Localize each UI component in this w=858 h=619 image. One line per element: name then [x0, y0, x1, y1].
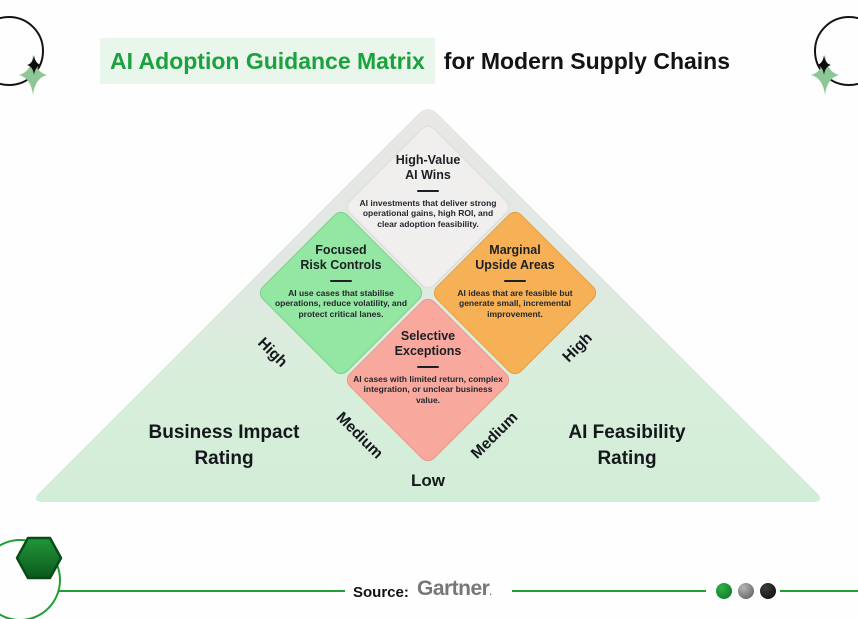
axis-title-line2: Rating	[194, 447, 254, 469]
source-label: Source:	[353, 584, 409, 601]
page-title: AI Adoption Guidance Matrix for Modern S…	[100, 38, 730, 84]
quadrant-description: AI use cases that stabilise operations, …	[274, 287, 408, 319]
quadrant-title-line2: AI Wins	[405, 168, 451, 183]
page-title-highlight: AI Adoption Guidance Matrix	[100, 38, 435, 84]
page-title-rest: for Modern Supply Chains	[443, 47, 731, 74]
black-sparkle-icon	[27, 55, 41, 75]
quadrant-title-line1: Selective	[400, 329, 456, 343]
source-logo-gartner: Gartner.	[417, 577, 492, 601]
quadrant-description: AI investments that deliver strong opera…	[359, 197, 497, 229]
quadrant-title: Focused Risk Controls	[256, 243, 426, 274]
axis-title-line1: Business Impact	[148, 422, 300, 443]
footer-line-right	[780, 590, 858, 592]
footer-line-middle	[512, 590, 706, 592]
quadrant-title: Selective Exceptions	[343, 329, 513, 360]
quadrant-text-top: High-Value AI Wins AI investments that d…	[343, 153, 513, 230]
quadrant-title-line2: Risk Controls	[300, 258, 382, 273]
quadrant-title-line1: Focused	[315, 243, 367, 257]
green-sparkle-icon	[19, 55, 47, 95]
circle-outline-icon	[0, 16, 44, 86]
axis-label-low: Low	[411, 471, 445, 490]
circle-outline-icon	[814, 16, 858, 86]
axis-title-ai-feasibility: AI Feasibility Rating	[507, 420, 747, 471]
quadrant-text-bottom: Selective Exceptions AI cases with limit…	[343, 329, 513, 406]
axis-title-business-impact: Business Impact Rating	[104, 420, 344, 471]
quadrant-description: AI ideas that are feasible but generate …	[457, 287, 573, 319]
footer-line-left	[58, 590, 345, 592]
sparkle-decoration-right	[811, 16, 858, 95]
quadrant-title: Marginal Upside Areas	[430, 243, 600, 274]
title-divider	[417, 365, 439, 368]
quadrant-description: AI cases with limited return, complex in…	[353, 373, 503, 405]
axis-title-line1: AI Feasibility	[568, 422, 686, 443]
title-divider	[417, 189, 439, 192]
footer-dot-gray	[738, 583, 754, 599]
green-sparkle-icon	[811, 55, 839, 95]
circle-arc-icon	[0, 539, 61, 619]
footer-dot-green	[716, 583, 732, 599]
quadrant-title: High-Value AI Wins	[343, 153, 513, 184]
footer-dot-black	[760, 583, 776, 599]
quadrant-text-left: Focused Risk Controls AI use cases that …	[256, 243, 426, 320]
sparkle-decoration-left	[0, 16, 47, 95]
title-divider	[504, 279, 526, 282]
black-sparkle-icon	[817, 55, 831, 75]
quadrant-title-line1: Marginal	[489, 243, 541, 257]
hexagon-icon	[15, 536, 63, 580]
hexagon-decoration	[0, 536, 63, 619]
quadrant-title-line1: High-Value	[395, 153, 461, 167]
source-logo-text: Gartner	[417, 577, 490, 600]
axis-title-line2: Rating	[597, 447, 657, 469]
quadrant-title-line2: Exceptions	[394, 344, 462, 359]
quadrant-title-line2: Upside Areas	[475, 258, 555, 273]
quadrant-text-right: Marginal Upside Areas AI ideas that are …	[430, 243, 600, 320]
source-logo-mark: .	[489, 587, 492, 597]
title-divider	[330, 279, 352, 282]
